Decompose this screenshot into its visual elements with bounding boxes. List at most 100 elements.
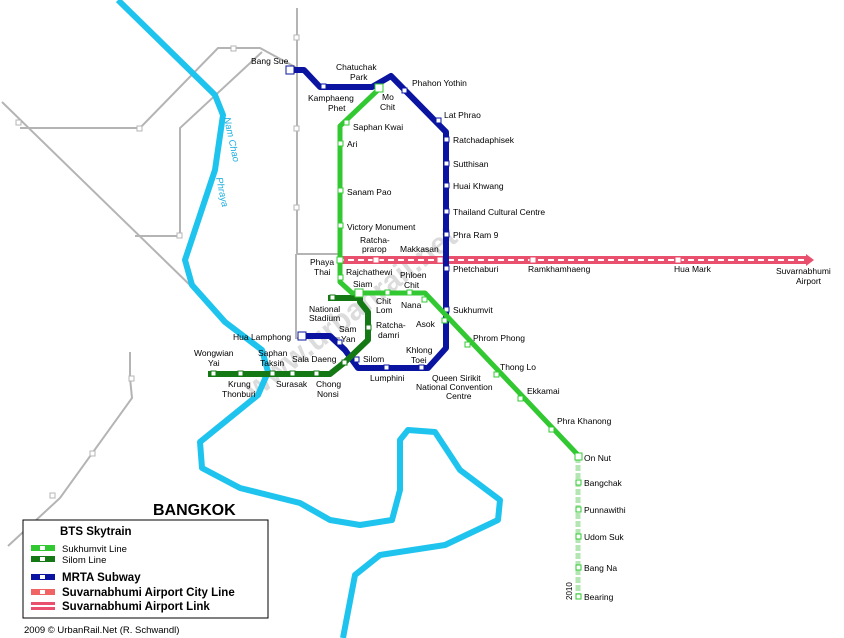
label-phahon-yothin: Phahon Yothin: [412, 78, 467, 88]
mrta-station-kamphaeng-phet: [320, 83, 327, 90]
mrta-station-thailand-cc: [443, 208, 450, 215]
mrta-station-hua-lamphong: [297, 331, 307, 341]
silom-station-ratchadamri: [365, 324, 372, 331]
rail-tick: [15, 119, 22, 126]
label-rajchathewi: Rajchathewi: [346, 267, 392, 277]
sukhumvit-station-nana: [421, 296, 428, 303]
sukhumvit-station-bearing: [575, 593, 582, 600]
label-punnawithi: Punnawithi: [584, 505, 626, 515]
label-huai-khwang: Huai Khwang: [453, 181, 504, 191]
label-phaya-thai-1: Phaya: [310, 257, 334, 267]
label-lumphini: Lumphini: [370, 373, 405, 383]
airport-station-ratchaprarop: [372, 256, 380, 264]
label-on-nut: On Nut: [584, 453, 612, 463]
sukhumvit-station-mo-chit: [374, 83, 384, 93]
river-chao-phraya: [115, 0, 503, 638]
label-chatuchak-1: Chatuchak: [336, 62, 377, 72]
label-nana: Nana: [401, 300, 422, 310]
label-national-stadium-1: National: [309, 304, 340, 314]
label-chit-lom-1: Chit: [376, 296, 392, 306]
label-bearing: Bearing: [584, 592, 614, 602]
label-sam-yan-2: Yan: [341, 334, 356, 344]
sukhumvit-station-bangchak: [575, 479, 582, 486]
sukhumvit-stations: [336, 83, 583, 600]
sukhumvit-station-punnawithi: [575, 506, 582, 513]
legend-bts-title: BTS Skytrain: [60, 526, 132, 538]
label-lat-phrao: Lat Phrao: [444, 110, 481, 120]
silom-station-national-stadium: [329, 294, 336, 301]
airport-station-hua-mark: [674, 256, 682, 264]
label-makkasan: Makkasan: [400, 244, 439, 254]
sukhumvit-station-saphan-kwai: [343, 119, 350, 126]
label-phloen-chit-1: Phloen: [400, 270, 427, 280]
silom-station-sala-daeng: [341, 359, 348, 366]
legend-mrta: MRTA Subway: [62, 572, 141, 584]
mrta-stations: [285, 65, 450, 371]
rail-tick: [89, 450, 96, 457]
mrta-station-silom: [353, 356, 360, 363]
river-label-2: Phraya: [213, 176, 230, 208]
label-phra-khanong: Phra Khanong: [557, 416, 612, 426]
rail-tick: [49, 492, 56, 499]
label-khlong-toei-1: Khlong: [406, 345, 433, 355]
label-surasak: Surasak: [276, 379, 308, 389]
label-phra-ram-9: Phra Ram 9: [453, 230, 499, 240]
rail-northwest: [20, 47, 298, 129]
label-bang-na: Bang Na: [584, 563, 617, 573]
airport-link-stations: [372, 256, 682, 264]
label-saphan-taksin-2: Taksin: [260, 358, 284, 368]
station-labels: Bang Sue Chatuchak Park Kamphaeng Phet M…: [194, 56, 831, 602]
label-ratchadamri-2: damri: [378, 330, 399, 340]
legend-silom-swatch: [31, 556, 55, 562]
label-national-stadium-2: Stadium: [309, 313, 340, 323]
sukhumvit-station-ekkamai: [517, 395, 524, 402]
rail-tick: [128, 375, 135, 382]
mrta-station-phahon-yothin: [401, 87, 408, 94]
legend-sukhumvit-swatch: [31, 545, 55, 551]
label-ratchaprarop-2: prarop: [362, 244, 387, 254]
rail-far-west: [1, 101, 196, 291]
label-bang-sue: Bang Sue: [251, 56, 289, 66]
mrta-station-lat-phrao: [435, 117, 442, 124]
silom-stations: [210, 294, 372, 377]
airport-station-ramkhamhaeng: [529, 256, 537, 264]
sukhumvit-station-asok: [441, 317, 448, 324]
label-qsncc-2: National Convention: [416, 382, 493, 392]
mrta-station-huai-khwang: [443, 182, 450, 189]
label-sukhumvit: Sukhumvit: [453, 305, 493, 315]
mrta-station-ratchadaphisek: [443, 136, 450, 143]
label-chatuchak-2: Park: [350, 72, 368, 82]
rail-tick: [230, 45, 237, 52]
label-sanam-pao: Sanam Pao: [347, 187, 392, 197]
copyright-credit: 2009 © UrbanRail.Net (R. Schwandl): [24, 625, 179, 636]
label-silom: Silom: [363, 354, 384, 364]
label-asok: Asok: [416, 319, 436, 329]
legend-silom: Silom Line: [62, 555, 106, 566]
river-label-1: Nam Chao: [221, 116, 241, 163]
sukhumvit-station-rajchathewi: [337, 274, 344, 281]
rail-west: [135, 51, 263, 237]
silom-station-krung-thonburi: [237, 370, 244, 377]
label-mo-chit-1: Mo: [382, 92, 394, 102]
airport-link-line: [338, 254, 814, 266]
sukhumvit-station-victory-monument: [337, 222, 344, 229]
label-suvarnabhumi-1: Suvarnabhumi: [776, 266, 831, 276]
sukhumvit-station-thong-lo: [493, 371, 500, 378]
label-chit-lom-2: Lom: [376, 305, 393, 315]
rail-southwest: [7, 352, 134, 547]
label-sala-daeng: Sala Daeng: [292, 354, 337, 364]
label-suvarnabhumi-2: Airport: [796, 276, 822, 286]
sukhumvit-station-sanam-pao: [337, 187, 344, 194]
label-bangchak: Bangchak: [584, 478, 623, 488]
legend-airport-city-swatch: [31, 589, 55, 595]
label-qsncc-1: Queen Sirikit: [432, 373, 481, 383]
label-udom-suk: Udom Suk: [584, 532, 624, 542]
label-wongwian-yai-2: Yai: [208, 358, 220, 368]
label-hua-lamphong: Hua Lamphong: [233, 332, 291, 342]
label-siam: Siam: [353, 279, 372, 289]
label-khlong-toei-2: Toei: [411, 355, 427, 365]
rail-tick: [293, 125, 300, 132]
label-kamphaeng-2: Phet: [328, 103, 346, 113]
